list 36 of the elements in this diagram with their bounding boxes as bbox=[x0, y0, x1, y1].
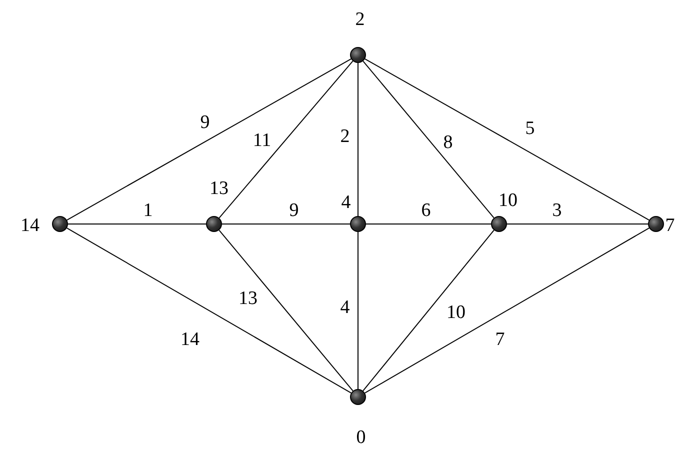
edge-weight-label: 9 bbox=[288, 201, 300, 221]
graph-edge bbox=[364, 58, 650, 221]
vertex-circle bbox=[350, 389, 366, 405]
edge-weight-label: 1 bbox=[142, 201, 154, 221]
graph-edge bbox=[364, 228, 650, 394]
vertex-circle bbox=[350, 47, 366, 63]
edge-weight-label: 2 bbox=[339, 127, 351, 147]
edge-weight-label: 3 bbox=[551, 201, 563, 221]
edge-weight-label: 10 bbox=[446, 303, 466, 323]
vertex-label: 10 bbox=[498, 191, 518, 211]
edge-weight-label: 9 bbox=[199, 113, 211, 133]
vertex-label: 7 bbox=[665, 216, 675, 236]
graph-edge bbox=[362, 60, 494, 218]
vertex-circle bbox=[648, 216, 664, 232]
vertex-label: 4 bbox=[341, 193, 351, 213]
vertex-label: 13 bbox=[210, 179, 228, 199]
edge-weight-label: 14 bbox=[180, 330, 200, 350]
edge-weight-label: 11 bbox=[252, 131, 272, 151]
graph-edge bbox=[218, 230, 354, 392]
edge-weight-label: 6 bbox=[420, 201, 432, 221]
edge-weight-label: 13 bbox=[238, 289, 258, 309]
edge-weight-label: 4 bbox=[339, 298, 351, 318]
graph-edge bbox=[66, 58, 352, 221]
graph-edge bbox=[66, 228, 352, 394]
vertex-circle bbox=[52, 216, 68, 232]
vertex-circle bbox=[206, 216, 222, 232]
edge-weight-label: 7 bbox=[494, 330, 506, 350]
vertex-circle bbox=[491, 216, 507, 232]
edge-weight-label: 5 bbox=[524, 119, 536, 139]
graph-edge bbox=[218, 60, 354, 218]
vertex-label: 2 bbox=[355, 10, 365, 30]
edge-weight-label: 8 bbox=[442, 133, 454, 153]
graph-edge bbox=[362, 230, 494, 392]
vertex-label: 14 bbox=[20, 216, 40, 236]
vertex-circle bbox=[350, 216, 366, 232]
vertex-label: 0 bbox=[356, 428, 366, 448]
